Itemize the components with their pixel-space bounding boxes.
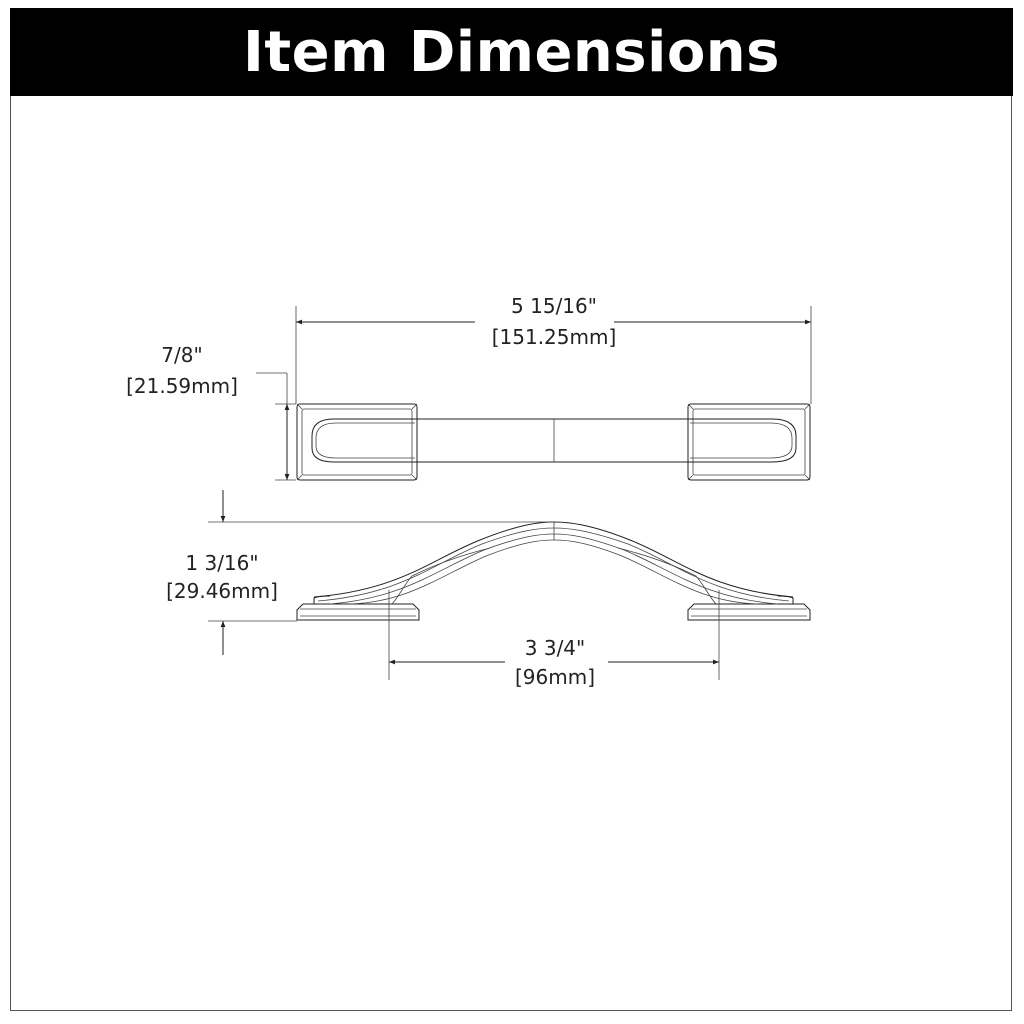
dimension-center-to-center: 3 3/4" [96mm] — [388, 590, 720, 689]
center-to-center-metric: [96mm] — [515, 665, 595, 689]
width-imperial: 7/8" — [161, 343, 202, 367]
header-banner: Item Dimensions — [10, 8, 1013, 96]
page-title: Item Dimensions — [242, 19, 780, 85]
center-to-center-imperial: 3 3/4" — [525, 636, 585, 660]
overall-length-imperial: 5 15/16" — [511, 294, 597, 318]
dimension-overall-length: 5 15/16" [151.25mm] — [295, 294, 812, 404]
width-metric: [21.59mm] — [126, 374, 238, 398]
dimension-width: 7/8" [21.59mm] — [126, 343, 296, 481]
overall-length-metric: [151.25mm] — [492, 325, 617, 349]
dimension-projection: 1 3/16" [29.46mm] — [166, 490, 554, 655]
diagram-frame — [10, 8, 1012, 1011]
projection-metric: [29.46mm] — [166, 579, 278, 603]
projection-imperial: 1 3/16" — [185, 551, 258, 575]
top-view-handle — [296, 403, 811, 481]
side-view-handle — [296, 521, 811, 621]
